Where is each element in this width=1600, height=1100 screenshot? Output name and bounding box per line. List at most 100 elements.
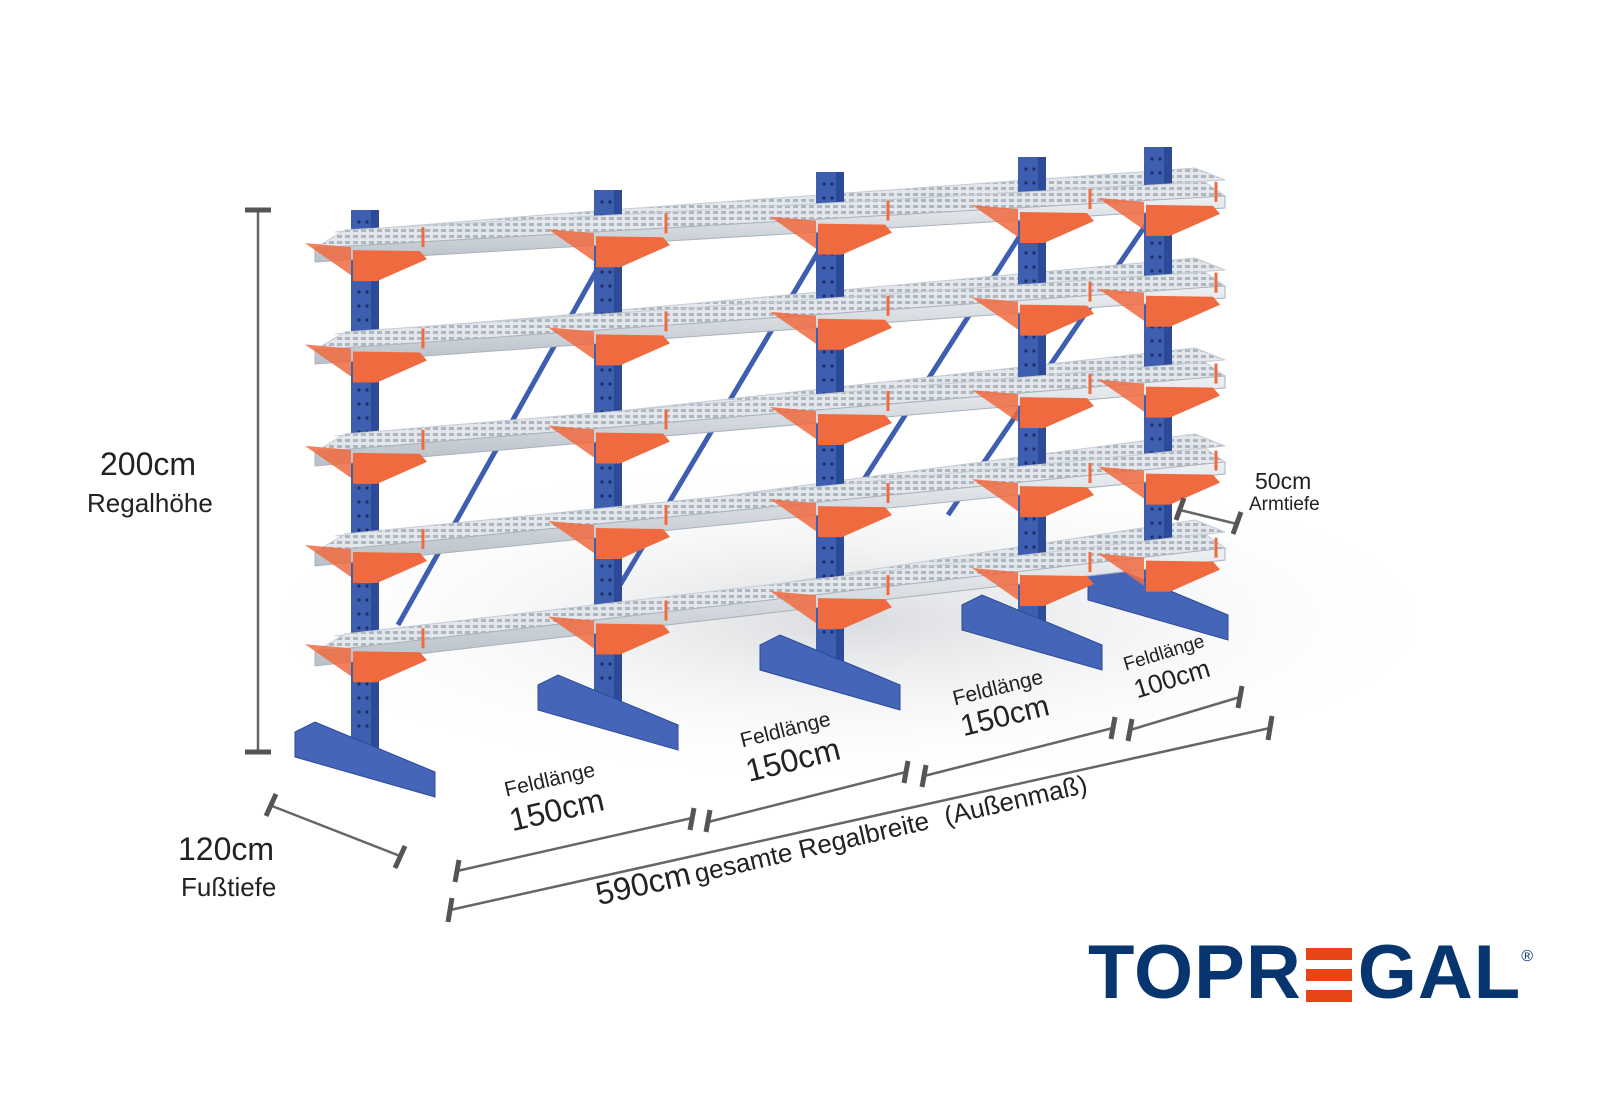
cantilever-arm: [596, 623, 670, 655]
upright-hole: [1024, 279, 1028, 283]
cantilever-arm: [818, 318, 892, 350]
upright-hole: [1150, 171, 1154, 175]
cantilever-arm: [596, 432, 670, 464]
upright-hole: [357, 584, 361, 588]
upright-hole: [1024, 251, 1028, 255]
cantilever-arm-rear: [548, 521, 594, 554]
upright-hole: [365, 486, 369, 490]
upright-hole: [608, 270, 612, 274]
arm-depth-value: 50cm: [1255, 468, 1312, 494]
upright-hole: [1158, 269, 1162, 273]
upright-hole: [822, 364, 826, 368]
upright-hole: [600, 298, 604, 302]
upright-hole: [822, 294, 826, 298]
cantilever-arm-rear: [972, 297, 1018, 330]
base-foot: [759, 634, 901, 711]
upright-hole: [1032, 279, 1036, 283]
dimension-lines: [245, 207, 1275, 923]
cantilever-arm-rear: [972, 479, 1018, 512]
cantilever-arm-rear: [548, 327, 594, 360]
upright-hole: [1024, 545, 1028, 549]
upright-hole: [822, 476, 826, 480]
upright-hole: [1150, 535, 1154, 539]
upright-hole: [1158, 507, 1162, 511]
upright-hole: [608, 396, 612, 400]
upright-hole: [1158, 241, 1162, 245]
upright-hole: [600, 564, 604, 568]
cantilever-arm-rear: [305, 644, 351, 677]
upright-hole: [608, 676, 612, 680]
upright-hole: [357, 388, 361, 392]
upright-hole: [1150, 255, 1154, 259]
upright-hole: [822, 182, 826, 186]
upright-hole: [365, 514, 369, 518]
upright-hole: [830, 546, 834, 550]
upright-hole: [822, 378, 826, 382]
cantilever-arm: [353, 552, 427, 584]
upright-hole: [600, 396, 604, 400]
upright-hole: [1024, 335, 1028, 339]
upright-hole: [608, 578, 612, 582]
cantilever-arm-rear: [305, 445, 351, 478]
upright-hole: [365, 388, 369, 392]
cantilever-arm-rear: [1098, 379, 1144, 412]
upright-hole: [608, 298, 612, 302]
upright-hole: [1032, 531, 1036, 535]
cantilever-arm: [1020, 212, 1094, 244]
upright-hole: [365, 710, 369, 714]
cantilever-arm: [1146, 204, 1220, 236]
upright-hole: [830, 196, 834, 200]
upright-hole: [600, 676, 604, 680]
upright-hole: [357, 724, 361, 728]
upright-hole: [1032, 545, 1036, 549]
cantilever-arm-rear: [1098, 553, 1144, 586]
upright-hole: [822, 266, 826, 270]
upright-hole: [1032, 363, 1036, 367]
upright-hole: [1032, 265, 1036, 269]
upright-hole: [1024, 447, 1028, 451]
upright-hole: [1024, 433, 1028, 437]
upright-hole: [357, 290, 361, 294]
cantilever-arm-rear: [1098, 197, 1144, 230]
cantilever-arm: [1146, 295, 1220, 327]
upright-hole: [1150, 423, 1154, 427]
upright-hole: [357, 486, 361, 490]
upright-hole: [365, 304, 369, 308]
upright-hole: [357, 598, 361, 602]
cantilever-arm: [818, 413, 892, 445]
upright-hole: [600, 578, 604, 582]
upright-hole: [822, 546, 826, 550]
cantilever-arm-rear: [770, 406, 816, 439]
upright-hole: [1032, 433, 1036, 437]
upright-hole: [1150, 353, 1154, 357]
upright-hole: [1150, 437, 1154, 441]
upright-hole: [357, 710, 361, 714]
height-label: Regalhöhe: [87, 488, 213, 518]
upright-hole: [357, 696, 361, 700]
cantilever-arm: [353, 351, 427, 383]
cantilever-arm-rear: [1098, 466, 1144, 499]
upright-hole: [600, 200, 604, 204]
upright-hole: [822, 560, 826, 564]
upright-hole: [830, 280, 834, 284]
upright-hole: [608, 284, 612, 288]
upright-hole: [600, 466, 604, 470]
cantilever-arm-rear: [548, 616, 594, 649]
cantilever-arm-rear: [770, 216, 816, 249]
upright-hole: [830, 182, 834, 186]
upright-hole: [365, 416, 369, 420]
upright-hole: [1032, 181, 1036, 185]
upright-hole: [822, 630, 826, 634]
cantilever-arm: [353, 452, 427, 484]
upright-hole: [1158, 353, 1162, 357]
upright-hole: [600, 592, 604, 596]
upright-hole: [365, 724, 369, 728]
upright-hole: [365, 682, 369, 686]
cantilever-arm-rear: [1098, 288, 1144, 321]
upright-hole: [365, 584, 369, 588]
upright-hole: [1024, 181, 1028, 185]
upright-hole: [1024, 265, 1028, 269]
cantilever-arm-rear: [770, 311, 816, 344]
upright-hole: [1024, 517, 1028, 521]
upright-hole: [830, 350, 834, 354]
